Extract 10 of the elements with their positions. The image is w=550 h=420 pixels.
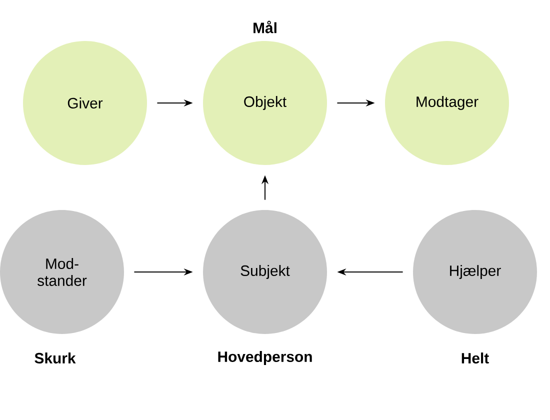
circle-node: Giver (23, 41, 147, 165)
role-label: Hovedperson (218, 351, 312, 365)
circle-node: Mod- stander (0, 210, 124, 334)
circle-node: Objekt (203, 41, 327, 165)
role-label: Helt (462, 352, 489, 364)
circle-node: Hjælper (413, 210, 537, 334)
role-label: Mål (254, 20, 276, 34)
circle-node: Subjekt (203, 210, 327, 334)
role-label: Skurk (34, 352, 76, 364)
circle-node: Modtager (385, 41, 509, 165)
